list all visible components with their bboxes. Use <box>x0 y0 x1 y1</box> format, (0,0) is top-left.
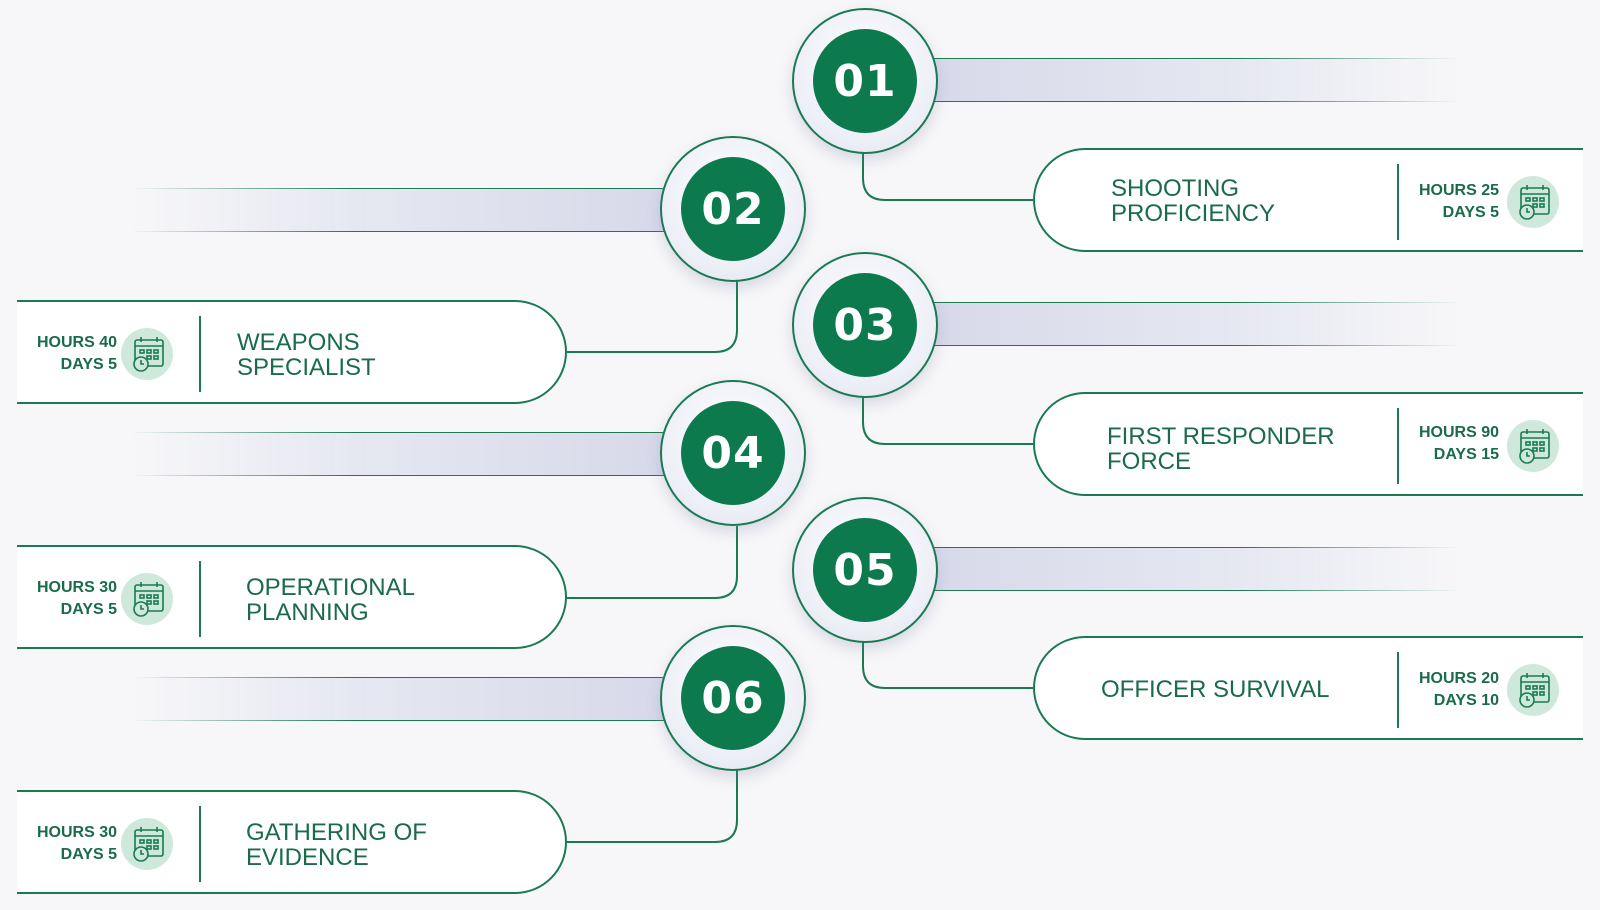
step-05-number: 05 <box>813 518 917 622</box>
step-05-title: OFFICER SURVIVAL <box>1101 676 1330 703</box>
step-01-badge: 01 <box>792 8 938 154</box>
step-06-divider <box>199 806 201 882</box>
step-04-stats: HOURS 30 DAYS 5 <box>17 577 117 621</box>
step-01-hours: HOURS 25 <box>1418 182 1499 199</box>
step-06-number: 06 <box>681 646 785 750</box>
step-06-card: HOURS 30 DAYS 5 GATHERING OF EVIDENCE <box>17 790 567 894</box>
step-03-bar <box>900 302 1460 346</box>
step-01-number: 01 <box>813 29 917 133</box>
step-04-badge: 04 <box>660 380 806 526</box>
step-02-divider <box>199 316 201 392</box>
step-04-hours: HOURS 30 <box>36 579 117 596</box>
step-06-bar <box>130 677 690 721</box>
step-04-card: HOURS 30 DAYS 5 OPERATIONAL PLANNING <box>17 545 567 649</box>
step-02-bar <box>130 188 690 232</box>
step-04-title: OPERATIONAL PLANNING <box>246 574 415 626</box>
calendar-clock-icon <box>121 573 173 625</box>
step-02-stats: HOURS 40 DAYS 5 <box>17 332 117 376</box>
step-01-divider <box>1397 164 1399 240</box>
step-03-badge: 03 <box>792 252 938 398</box>
step-05-days: DAYS 10 <box>1433 692 1499 709</box>
step-01-days: DAYS 5 <box>1442 204 1499 221</box>
step-02-hours: HOURS 40 <box>36 334 117 351</box>
step-06-title: GATHERING OF EVIDENCE <box>246 819 427 871</box>
step-05-hours: HOURS 20 <box>1418 670 1499 687</box>
step-06-stats: HOURS 30 DAYS 5 <box>17 822 117 866</box>
step-04-bar <box>130 432 690 476</box>
calendar-clock-icon <box>121 818 173 870</box>
step-06-days: DAYS 5 <box>60 846 117 863</box>
step-02-card: HOURS 40 DAYS 5 WEAPONS SPECIALIST <box>17 300 567 404</box>
step-06-hours: HOURS 30 <box>36 824 117 841</box>
step-06-badge: 06 <box>660 625 806 771</box>
step-01-stats: HOURS 25 DAYS 5 <box>1399 180 1499 224</box>
calendar-clock-icon <box>121 328 173 380</box>
step-03-stats: HOURS 90 DAYS 15 <box>1399 422 1499 466</box>
step-01-card: SHOOTING PROFICIENCY HOURS 25 DAYS 5 <box>1033 148 1583 252</box>
calendar-clock-icon <box>1507 420 1559 472</box>
step-05-badge: 05 <box>792 497 938 643</box>
step-03-number: 03 <box>813 273 917 377</box>
step-02-title: WEAPONS SPECIALIST <box>237 329 376 381</box>
step-04-number: 04 <box>681 401 785 505</box>
step-05-divider <box>1397 652 1399 728</box>
step-05-stats: HOURS 20 DAYS 10 <box>1399 668 1499 712</box>
step-01-bar <box>900 58 1460 102</box>
step-05-bar <box>900 547 1460 591</box>
step-05-card: OFFICER SURVIVAL HOURS 20 DAYS 10 <box>1033 636 1583 740</box>
step-03-days: DAYS 15 <box>1433 446 1499 463</box>
step-03-card: FIRST RESPONDER FORCE HOURS 90 DAYS 15 <box>1033 392 1583 496</box>
step-03-hours: HOURS 90 <box>1418 424 1499 441</box>
calendar-clock-icon <box>1507 176 1559 228</box>
step-02-days: DAYS 5 <box>60 356 117 373</box>
step-02-number: 02 <box>681 157 785 261</box>
step-03-divider <box>1397 408 1399 484</box>
step-04-divider <box>199 561 201 637</box>
step-01-title: SHOOTING PROFICIENCY <box>1111 175 1276 227</box>
calendar-clock-icon <box>1507 664 1559 716</box>
step-02-badge: 02 <box>660 136 806 282</box>
step-04-days: DAYS 5 <box>60 601 117 618</box>
step-03-title: FIRST RESPONDER FORCE <box>1107 423 1335 475</box>
